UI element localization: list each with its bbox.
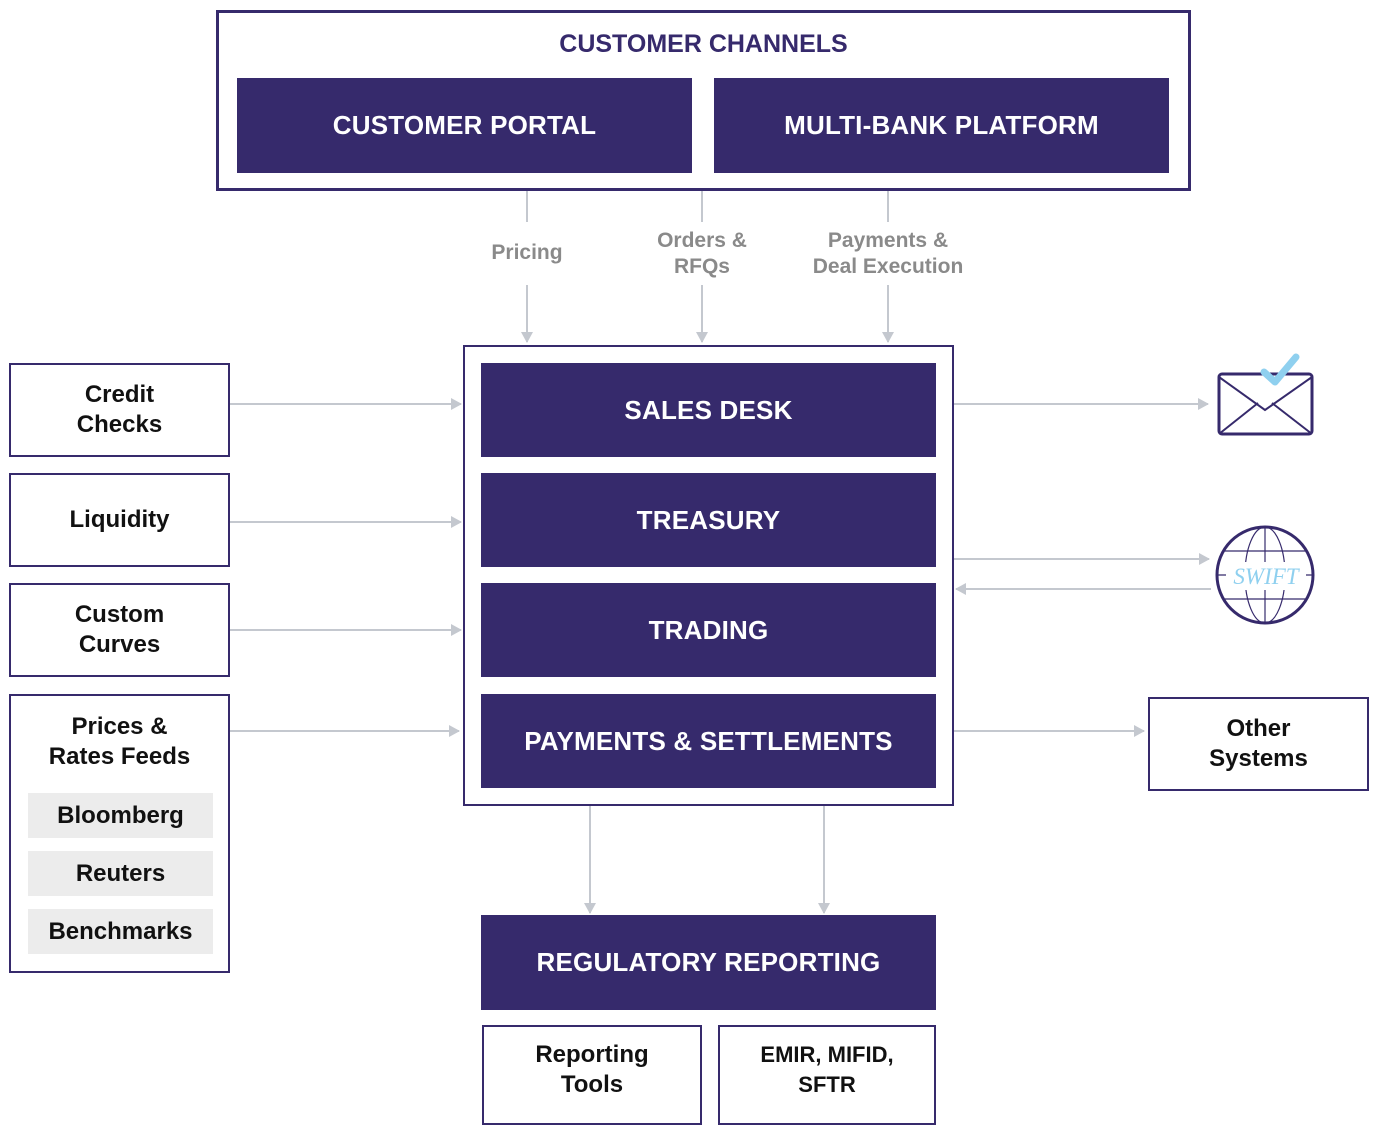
pricing-label: Pricing (491, 241, 563, 264)
customer-channels-title: CUSTOMER CHANNELS (559, 30, 848, 58)
bloomberg-chip: Bloomberg (28, 793, 213, 838)
orders-rfqs-label: Orders & RFQs (657, 229, 747, 278)
reuters-chip: Reuters (28, 851, 213, 896)
reporting-tools-box: Reporting Tools (482, 1025, 702, 1125)
custom-curves-box: Custom Curves (9, 583, 230, 677)
prices-feeds-title: Prices & Rates Feeds (48, 713, 191, 770)
swift-text: SWIFT (1233, 564, 1300, 589)
regulatory-reporting-box: REGULATORY REPORTING (481, 915, 936, 1010)
emir-mifid-sftr-box: EMIR, MIFID, SFTR (718, 1025, 936, 1125)
sales-desk-box: SALES DESK (481, 363, 936, 457)
liquidity-box: Liquidity (9, 473, 230, 567)
payments-deal-label: Payments & Deal Execution (812, 229, 964, 278)
multi-bank-platform-box: MULTI-BANK PLATFORM (714, 78, 1169, 173)
other-systems-box: Other Systems (1148, 697, 1369, 791)
swift-globe-icon: SWIFT (1215, 525, 1315, 625)
credit-checks-box: Credit Checks (9, 363, 230, 457)
trading-box: TRADING (481, 583, 936, 677)
customer-portal-box: CUSTOMER PORTAL (237, 78, 692, 173)
payments-settlements-box: PAYMENTS & SETTLEMENTS (481, 694, 936, 788)
benchmarks-chip: Benchmarks (28, 909, 213, 954)
email-check-icon (1217, 353, 1314, 436)
treasury-box: TREASURY (481, 473, 936, 567)
